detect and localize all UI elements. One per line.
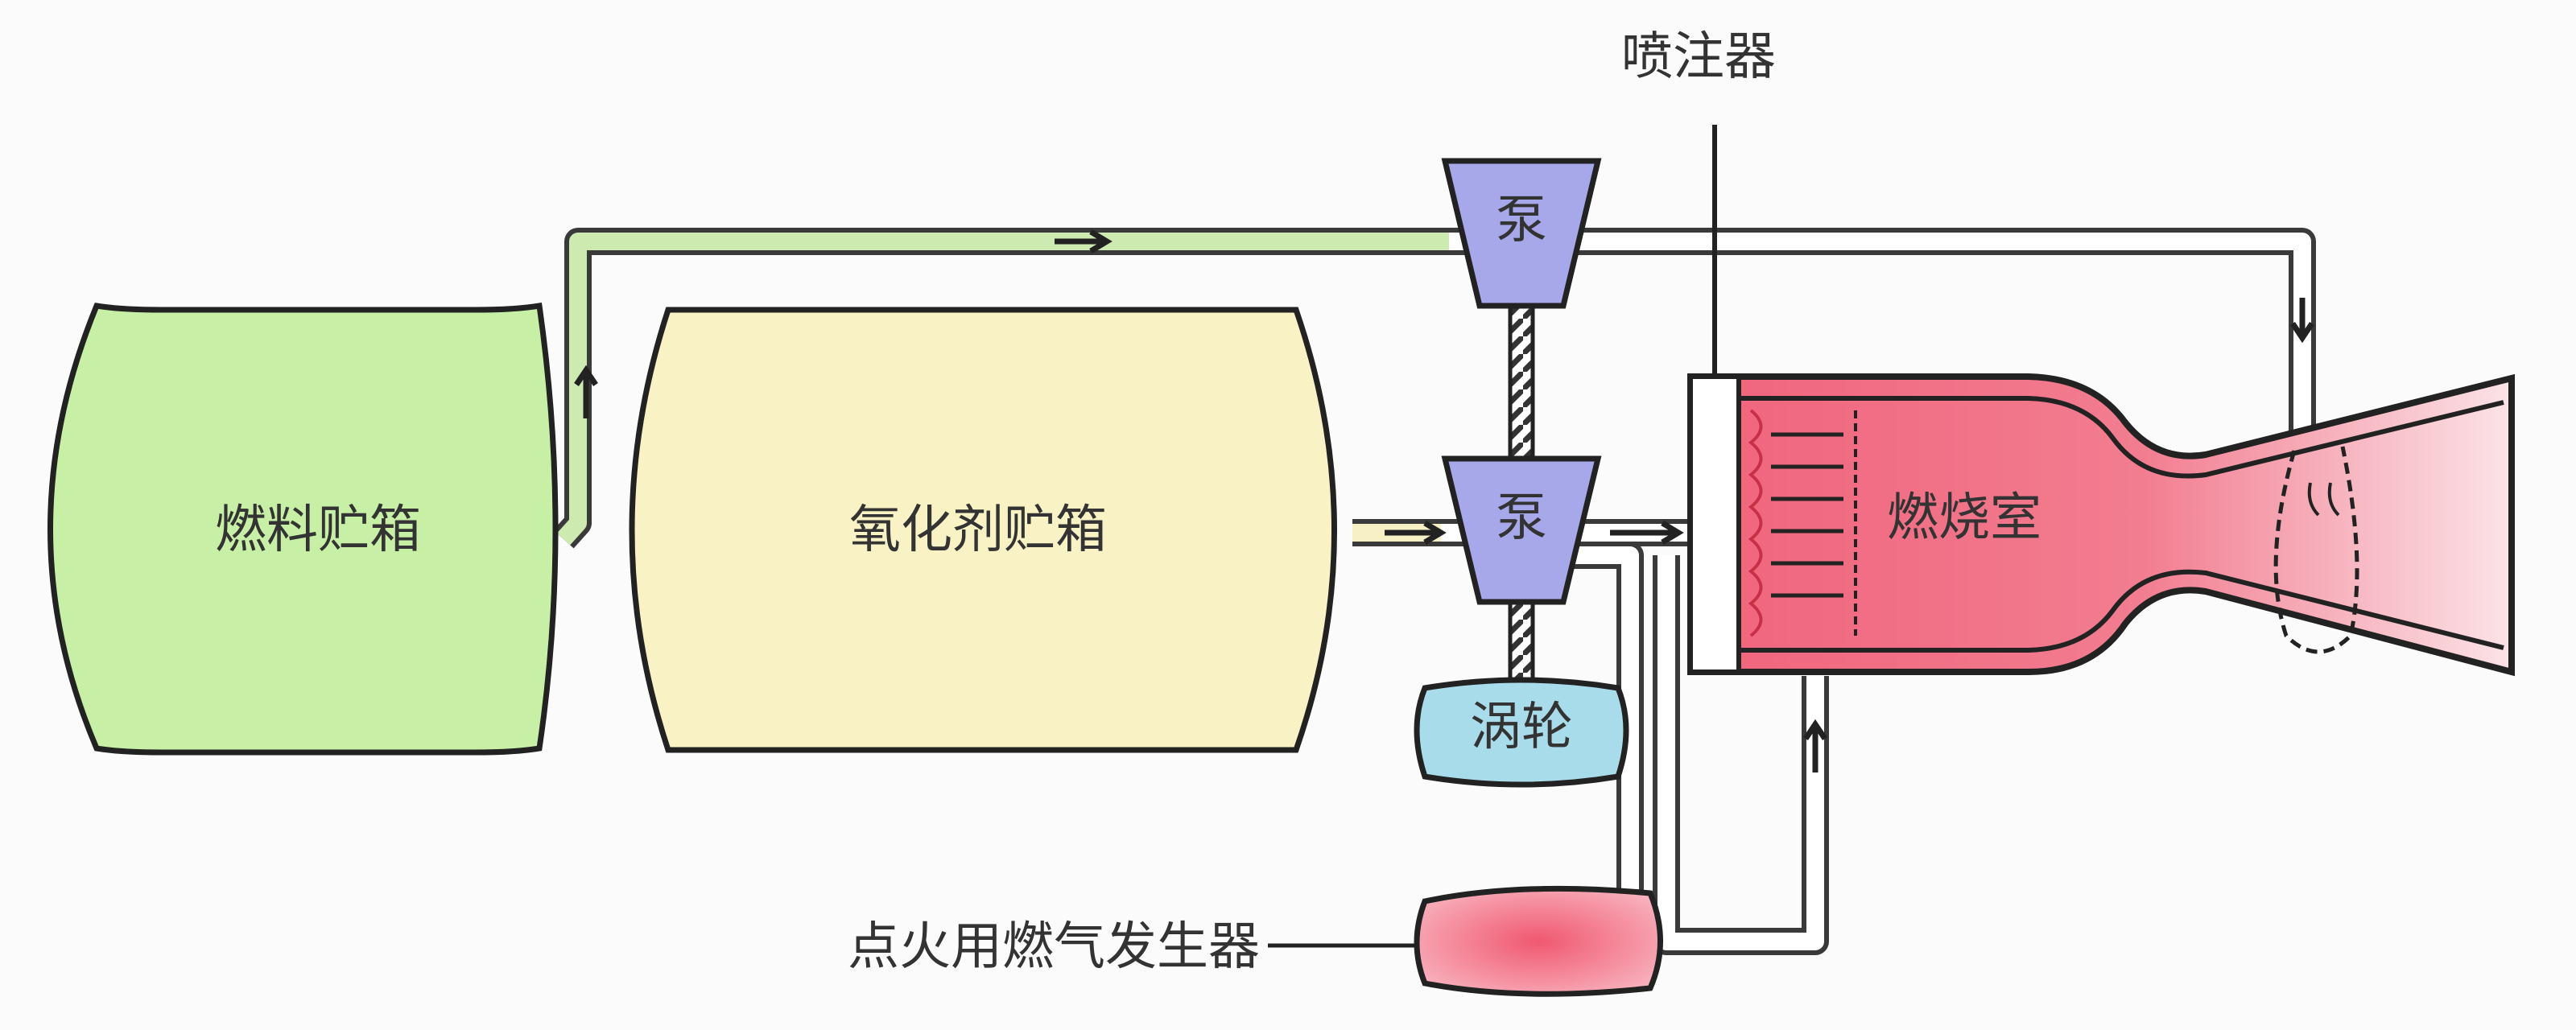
turbine: 涡轮 bbox=[1414, 677, 1629, 788]
fuel-tank-label: 燃料贮箱 bbox=[215, 501, 421, 560]
injector-label: 喷注器 bbox=[1621, 27, 1776, 87]
gas-generator: 点火用燃气发生器 bbox=[848, 885, 1663, 997]
combustion-chamber-label: 燃烧室 bbox=[1887, 488, 2041, 548]
turbine-label: 涡轮 bbox=[1470, 698, 1573, 757]
injector-plate bbox=[1748, 409, 1763, 637]
generator-feed-line bbox=[1570, 542, 1829, 955]
top-pump: 泵 bbox=[1441, 158, 1602, 309]
oxidizer-tank-label: 氧化剂贮箱 bbox=[849, 501, 1107, 560]
injector-spray bbox=[1771, 432, 1843, 598]
gas-generator-label: 点火用燃气发生器 bbox=[848, 917, 1260, 977]
flow-arrows bbox=[574, 229, 2314, 772]
fuel-tank: 燃料贮箱 bbox=[47, 302, 559, 756]
bottom-pump: 泵 bbox=[1441, 455, 1602, 605]
bottom-pump-label: 泵 bbox=[1496, 488, 1547, 548]
combustion-chamber: 燃烧室 bbox=[1687, 373, 2515, 677]
oxidizer-tank: 氧化剂贮箱 bbox=[629, 307, 1337, 753]
top-pump-label: 泵 bbox=[1496, 191, 1547, 250]
